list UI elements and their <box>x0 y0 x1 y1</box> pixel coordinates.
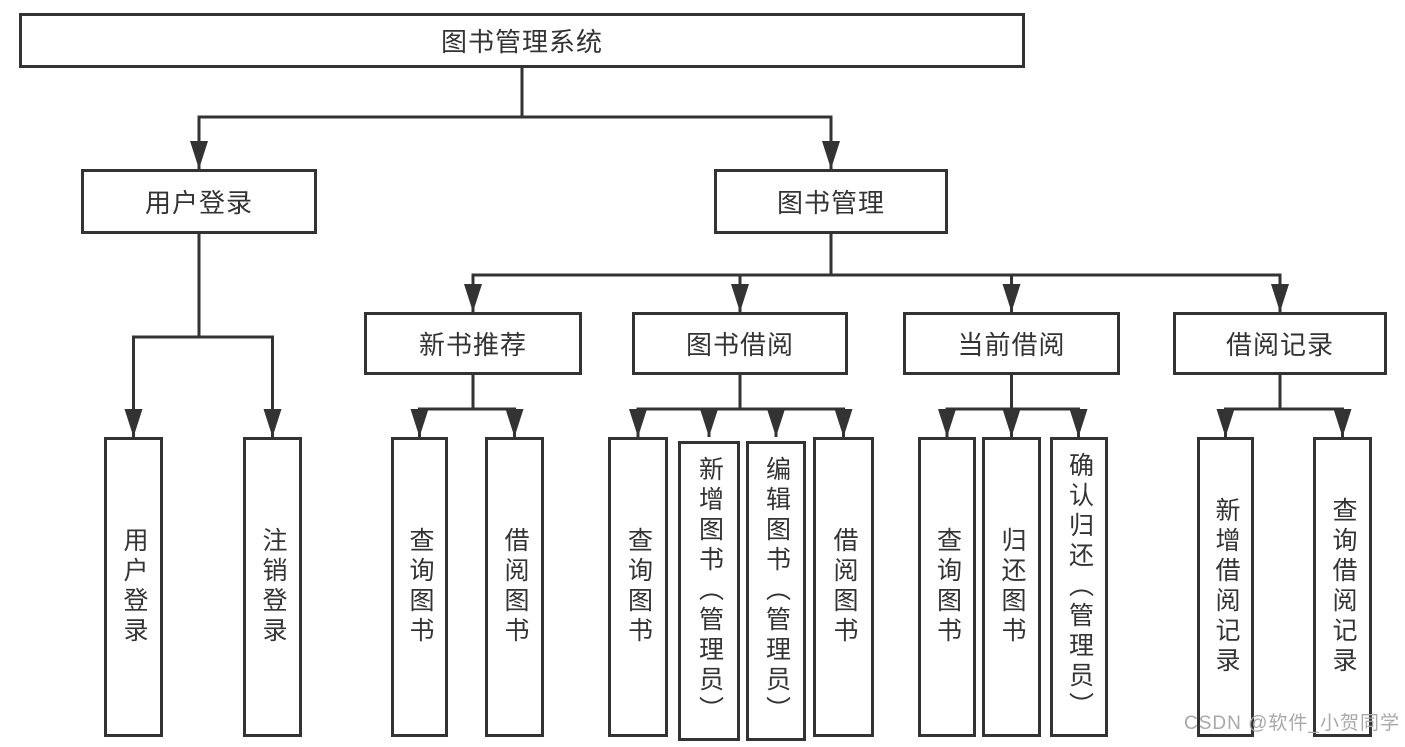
leaf-query-books-borrow: 查询图书 <box>608 437 668 737</box>
node-book-borrow: 图书借阅 <box>632 312 848 375</box>
node-book-management: 图书管理 <box>714 169 948 234</box>
leaf-query-borrow-record: 查询借阅记录 <box>1313 437 1372 737</box>
leaf-user-login: 用户登录 <box>104 437 163 737</box>
node-borrow-records: 借阅记录 <box>1173 312 1387 375</box>
watermark: CSDN @软件_小贺同学 <box>1184 713 1400 734</box>
leaf-query-books-current: 查询图书 <box>918 437 976 737</box>
leaf-edit-books-admin: 编辑图书（管理员） <box>746 441 806 741</box>
node-current-borrow: 当前借阅 <box>903 312 1120 375</box>
leaf-confirm-return-admin: 确认归还（管理员） <box>1050 437 1108 737</box>
node-user-login: 用户登录 <box>81 169 317 234</box>
root-node-book-management-system: 图书管理系统 <box>19 13 1025 68</box>
leaf-add-books-admin: 新增图书（管理员） <box>678 441 740 741</box>
leaf-add-borrow-record: 新增借阅记录 <box>1197 437 1254 737</box>
leaf-logout: 注销登录 <box>243 437 302 737</box>
leaf-return-books: 归还图书 <box>982 437 1041 737</box>
leaf-borrow-books: 借阅图书 <box>813 437 874 737</box>
leaf-borrow-books-recommend: 借阅图书 <box>485 437 544 737</box>
leaf-query-books-recommend: 查询图书 <box>391 437 448 737</box>
node-new-book-recommend: 新书推荐 <box>364 312 582 375</box>
